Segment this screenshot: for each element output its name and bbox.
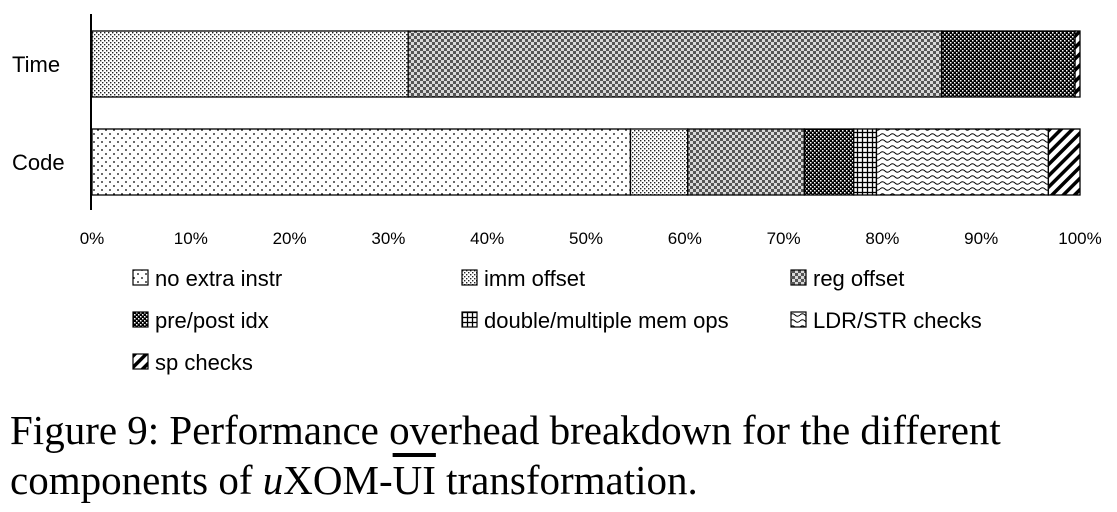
legend-swatch [790,311,807,328]
legend-label: LDR/STR checks [813,308,982,333]
bar-segment-code-5 [875,128,1050,196]
x-tick-label: 0% [80,229,105,248]
x-tick-label: 20% [273,229,307,248]
legend: no extra instr imm offset reg offset pre/po… [132,266,982,375]
bar-segment-code-6 [1047,128,1081,196]
legend-swatch [132,311,149,328]
x-tick-labels: 0% 10% 20% 30% 40% 50% 60% 70% 80% 90% 100% [80,229,1102,248]
bar-segment-time-3 [941,30,1076,98]
bar-segment-code-2 [687,128,805,196]
bar-segment-code-3 [803,128,855,196]
bar-segment-time-1 [91,30,409,98]
category-label-code: Code [12,150,65,175]
bar-segment-code-1 [629,128,689,196]
legend-swatch [132,353,149,370]
legend-label: pre/post idx [155,308,269,333]
category-label-time: Time [12,52,60,77]
caption-italic-u: u [262,457,284,503]
x-tick-label: 40% [470,229,504,248]
legend-label: reg offset [813,266,904,291]
caption-suffix: transformation. [435,457,698,503]
legend-label: sp checks [155,350,253,375]
bar-segment-time-2 [407,30,943,98]
figure-caption: Figure 9: Performance overhead breakdown… [10,405,1110,505]
x-tick-label: 70% [767,229,801,248]
legend-swatch [132,269,149,286]
bar-group [91,30,1081,196]
legend-swatch [461,311,478,328]
x-tick-label: 30% [371,229,405,248]
legend-swatch [790,269,807,286]
caption-mid: XOM- [283,457,393,503]
legend-label: no extra instr [155,266,282,291]
bar-segment-time-6 [1074,30,1081,98]
legend-label: double/multiple mem ops [484,308,729,333]
caption-prefix: Figure 9: Performance overhead breakdown… [10,407,1001,503]
x-tick-label: 100% [1058,229,1101,248]
x-tick-label: 90% [964,229,998,248]
caption-overlined: UI [392,457,436,503]
x-tick-label: 10% [174,229,208,248]
bar-segment-code-0 [91,128,632,196]
bar-segment-code-4 [853,128,878,196]
legend-swatch [461,269,478,286]
x-tick-label: 60% [668,229,702,248]
x-tick-label: 80% [865,229,899,248]
legend-label: imm offset [484,266,585,291]
x-tick-label: 50% [569,229,603,248]
